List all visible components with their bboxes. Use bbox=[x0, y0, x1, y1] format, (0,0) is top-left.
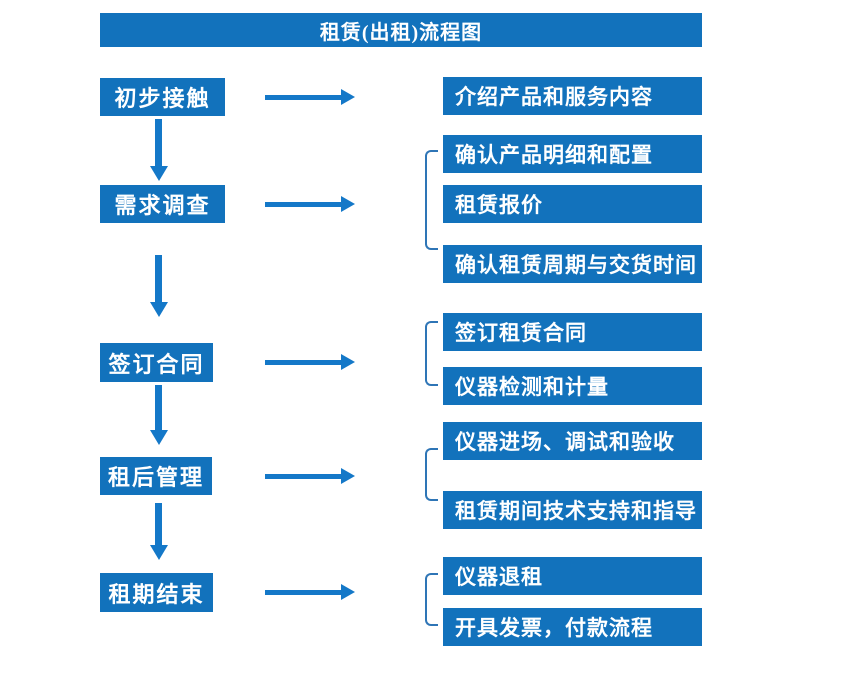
group-bracket-rental-end bbox=[425, 573, 438, 626]
arrow-shaft bbox=[155, 385, 162, 430]
right-arrow-4 bbox=[265, 468, 355, 484]
down-arrow-2 bbox=[150, 255, 168, 317]
detail-instrument-return: 仪器退租 bbox=[443, 557, 702, 595]
step-sign-contract: 签订合同 bbox=[100, 343, 213, 382]
arrow-head-icon bbox=[341, 584, 355, 600]
down-arrow-3 bbox=[150, 385, 168, 445]
down-arrow-1 bbox=[150, 119, 168, 181]
down-arrow-4 bbox=[150, 503, 168, 560]
arrow-shaft bbox=[265, 360, 342, 365]
detail-rental-quote: 租赁报价 bbox=[443, 185, 702, 223]
arrow-shaft bbox=[155, 255, 162, 302]
group-bracket-demand-survey bbox=[425, 150, 438, 250]
arrow-head-icon bbox=[150, 166, 168, 181]
arrow-head-icon bbox=[150, 302, 168, 317]
right-arrow-1 bbox=[265, 89, 355, 105]
arrow-head-icon bbox=[341, 89, 355, 105]
arrow-head-icon bbox=[341, 196, 355, 212]
right-arrow-5 bbox=[265, 584, 355, 600]
detail-technical-support-guidance: 租赁期间技术支持和指导 bbox=[443, 491, 702, 529]
arrow-head-icon bbox=[341, 468, 355, 484]
detail-confirm-rental-period-delivery: 确认租赁周期与交货时间 bbox=[443, 245, 702, 283]
right-arrow-3 bbox=[265, 354, 355, 370]
detail-invoice-payment-process: 开具发票，付款流程 bbox=[443, 608, 702, 646]
detail-sign-rental-contract: 签订租赁合同 bbox=[443, 313, 702, 351]
arrow-shaft bbox=[155, 119, 162, 166]
arrow-shaft bbox=[265, 202, 342, 207]
right-arrow-2 bbox=[265, 196, 355, 212]
arrow-head-icon bbox=[150, 430, 168, 445]
arrow-head-icon bbox=[341, 354, 355, 370]
arrow-shaft bbox=[265, 590, 342, 595]
arrow-shaft bbox=[265, 474, 342, 479]
step-initial-contact: 初步接触 bbox=[100, 78, 225, 116]
step-demand-survey: 需求调查 bbox=[100, 185, 225, 223]
step-rental-end: 租期结束 bbox=[100, 573, 213, 612]
group-bracket-sign-contract bbox=[425, 321, 438, 386]
detail-instrument-arrival-acceptance: 仪器进场、调试和验收 bbox=[443, 422, 702, 460]
detail-confirm-product-config: 确认产品明细和配置 bbox=[443, 135, 702, 173]
arrow-shaft bbox=[265, 95, 342, 100]
group-bracket-post-rental bbox=[425, 448, 438, 501]
detail-instrument-inspection-measurement: 仪器检测和计量 bbox=[443, 367, 702, 405]
arrow-shaft bbox=[155, 503, 162, 545]
step-post-rental-management: 租后管理 bbox=[100, 457, 212, 495]
detail-introduce-products-services: 介绍产品和服务内容 bbox=[443, 77, 702, 115]
flowchart-title: 租赁(出租)流程图 bbox=[100, 13, 702, 47]
arrow-head-icon bbox=[150, 545, 168, 560]
